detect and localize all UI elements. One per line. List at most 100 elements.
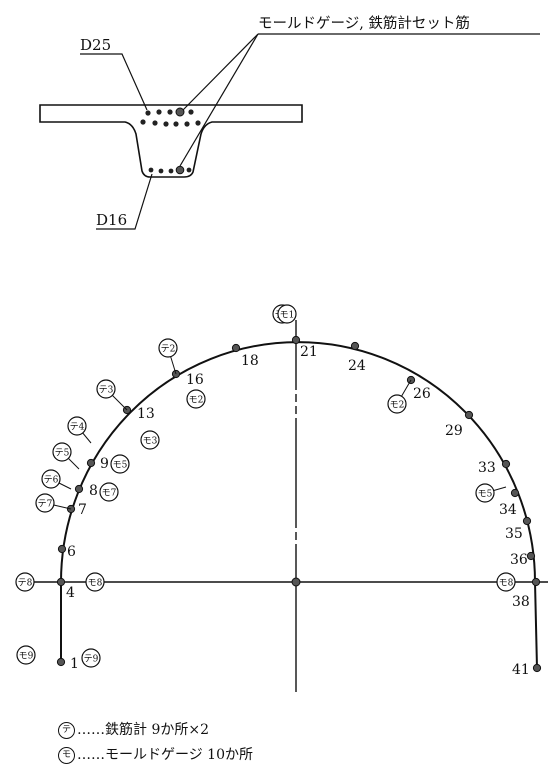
sensor-label: モ5 bbox=[113, 461, 128, 471]
sensor-te4-3: テ4 bbox=[67, 416, 92, 444]
node-dot-34 bbox=[510, 488, 520, 498]
sensor-circle bbox=[186, 389, 206, 409]
sensor-circle bbox=[85, 572, 105, 592]
node-dot-33 bbox=[501, 459, 511, 469]
node-label-4: 4 bbox=[66, 585, 75, 601]
sensor-circle bbox=[158, 338, 178, 358]
sensor-label: テ3 bbox=[99, 385, 114, 396]
section-outline bbox=[39, 104, 303, 178]
node-label-1: 1 bbox=[70, 656, 79, 672]
rebar-bottom-row bbox=[148, 165, 192, 175]
legend-te: テ……鉄筋計 9か所×2 bbox=[58, 720, 209, 740]
sensor-mo3-11: モ3 bbox=[140, 430, 160, 450]
node-label-7: 7 bbox=[78, 502, 87, 518]
sensor-circle bbox=[67, 416, 87, 436]
node-label-33: 33 bbox=[478, 460, 496, 476]
sensor-label: テ4 bbox=[70, 422, 85, 433]
sensor-mo2-10: モ2 bbox=[186, 389, 206, 409]
node-dot-36 bbox=[526, 551, 536, 561]
sensor-mo5-12: モ5 bbox=[110, 454, 130, 474]
rebar-top-row bbox=[140, 107, 201, 127]
node-label-38: 38 bbox=[512, 594, 530, 610]
node-label-36: 36 bbox=[510, 552, 528, 568]
sensor-mo2-16: モ2 bbox=[387, 379, 412, 414]
node-label-16: 16 bbox=[186, 372, 204, 388]
node-dots bbox=[56, 335, 542, 673]
sensor-te5-4: テ5 bbox=[52, 442, 80, 470]
sensor-circle bbox=[387, 394, 407, 414]
tunnel-outline bbox=[60, 341, 538, 669]
sensor-mo1-9: モ1 bbox=[277, 304, 297, 324]
node-label-29: 29 bbox=[445, 423, 463, 439]
sensor-te3-2: テ3 bbox=[96, 379, 128, 411]
node-label-9: 9 bbox=[100, 456, 109, 472]
sensor-label: モ5 bbox=[478, 490, 493, 500]
node-label-35: 35 bbox=[505, 526, 523, 542]
node-dot-4 bbox=[56, 577, 66, 587]
legend-te-marker: テ bbox=[58, 721, 75, 739]
sensor-circle bbox=[81, 648, 101, 668]
node-dot-38 bbox=[531, 577, 541, 587]
sensor-circle bbox=[52, 442, 72, 462]
label-gauge-set: モールドゲージ, 鉄筋計セット筋 bbox=[258, 15, 470, 32]
sensor-label: テ2 bbox=[161, 344, 176, 355]
sensor-label: モ8 bbox=[499, 579, 514, 589]
node-label-26: 26 bbox=[413, 386, 431, 402]
sensor-label: モ2 bbox=[390, 401, 405, 411]
sensor-label: モ1 bbox=[280, 311, 295, 321]
label-d16: D16 bbox=[96, 211, 127, 229]
sensor-circle bbox=[110, 454, 130, 474]
legend-mo: モ……モールドゲージ 10か所 bbox=[58, 745, 253, 765]
node-dot-8 bbox=[74, 484, 84, 494]
sensor-circle bbox=[496, 572, 516, 592]
sensor-circle bbox=[140, 430, 160, 450]
node-dot-35 bbox=[522, 516, 532, 526]
sensor-label: モ9 bbox=[19, 652, 34, 662]
sensor-circle bbox=[41, 469, 61, 489]
sensor-circle bbox=[16, 645, 36, 665]
node-label-8: 8 bbox=[89, 483, 98, 499]
node-label-41: 41 bbox=[512, 662, 530, 678]
legend-te-text: ……鉄筋計 9か所×2 bbox=[77, 722, 209, 738]
axes bbox=[20, 320, 548, 692]
node-label-13: 13 bbox=[137, 406, 155, 422]
node-dot-9 bbox=[86, 458, 96, 468]
sensor-te9-8: テ9 bbox=[81, 648, 101, 668]
node-dot-29 bbox=[464, 410, 474, 420]
sensor-mo7-13: モ7 bbox=[99, 482, 119, 502]
sensor-label: モ2 bbox=[189, 396, 204, 406]
sensor-markers: テ1テ2テ3テ4テ5テ6テ7テ8テ9モ1モ2モ3モ5モ7モ8モ9モ2モ5モ8 bbox=[15, 304, 516, 668]
node-dot-6 bbox=[57, 544, 67, 554]
sensor-mo5-17: モ5 bbox=[475, 483, 507, 503]
legend-mo-marker: モ bbox=[58, 746, 75, 764]
beam-cross-section bbox=[39, 104, 303, 178]
sensor-circle bbox=[96, 379, 116, 399]
node-dot-21 bbox=[291, 335, 301, 345]
sensor-circle bbox=[15, 572, 35, 592]
sensor-circle bbox=[475, 483, 495, 503]
sensor-mo8-14: モ8 bbox=[85, 572, 105, 592]
sensor-circle bbox=[277, 304, 297, 324]
node-label-21: 21 bbox=[300, 344, 318, 360]
sensor-te8-7: テ8 bbox=[15, 572, 35, 592]
sensor-label: テ7 bbox=[38, 499, 53, 510]
sensor-label: テ8 bbox=[18, 578, 33, 589]
node-dot-1 bbox=[56, 657, 66, 667]
legend-mo-text: ……モールドゲージ 10か所 bbox=[77, 747, 253, 763]
section-leaders bbox=[80, 33, 540, 230]
sensor-circle bbox=[99, 482, 119, 502]
center-node bbox=[291, 577, 301, 587]
node-label-34: 34 bbox=[499, 502, 517, 518]
node-label-18: 18 bbox=[241, 353, 259, 369]
node-label-24: 24 bbox=[348, 358, 366, 374]
sensor-te7-6: テ7 bbox=[35, 493, 72, 513]
node-dot-24 bbox=[350, 341, 360, 351]
sensor-label: テ5 bbox=[55, 448, 70, 459]
sensor-label: モ7 bbox=[102, 489, 117, 499]
node-dot-18 bbox=[231, 343, 241, 353]
sensor-circle bbox=[35, 493, 55, 513]
sensor-mo8-18: モ8 bbox=[496, 572, 516, 592]
sensor-label: テ9 bbox=[84, 654, 99, 665]
sensor-te2-1: テ2 bbox=[158, 338, 178, 375]
